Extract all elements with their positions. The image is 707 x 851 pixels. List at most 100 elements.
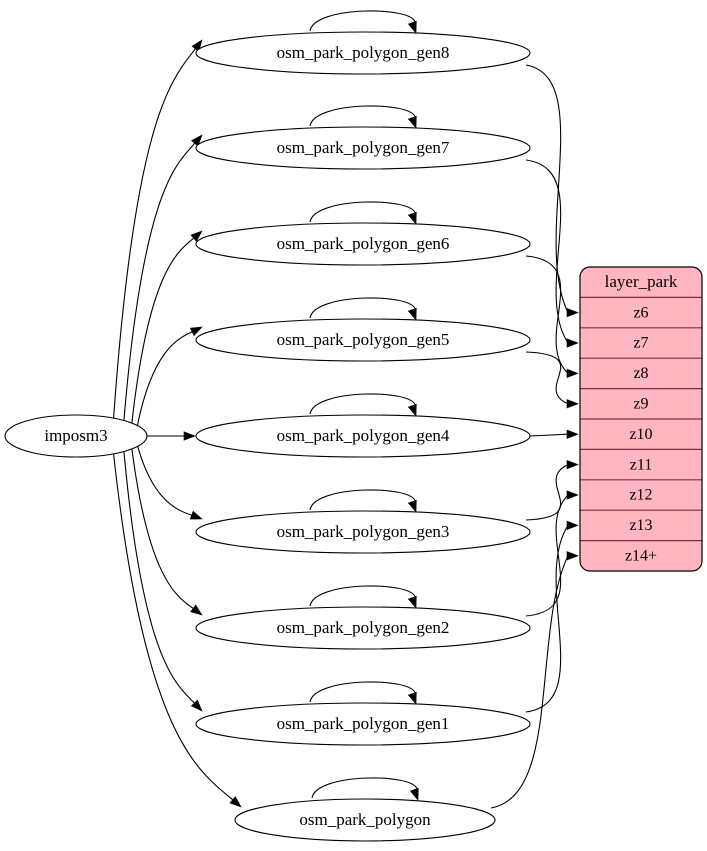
arrow-head-self-loop <box>407 115 417 129</box>
node-ellipse <box>195 126 531 170</box>
graph-node[interactable]: osm_park_polygon_gen8 <box>195 31 531 75</box>
edge-group-imposm3-fanout <box>113 39 242 808</box>
layer-park-table-header-label: layer_park <box>605 272 678 291</box>
arrow-head-into-node <box>190 699 203 712</box>
graph-node[interactable]: osm_park_polygon_gen3 <box>195 510 531 554</box>
arrow-head-into-node <box>189 326 203 337</box>
arrow-head-self-loop <box>407 499 417 513</box>
arrow-head-self-loop <box>407 20 417 34</box>
arrow-head-into-node <box>190 230 203 242</box>
edge-node-to-table-row <box>525 351 569 405</box>
source-node-label: imposm3 <box>44 426 107 445</box>
node-label: osm_park_polygon_gen6 <box>277 234 450 253</box>
edge-self-loop <box>309 585 416 607</box>
node-label: osm_park_polygon <box>299 810 431 829</box>
table-row[interactable]: z14+ <box>580 539 702 565</box>
edge-node-to-table-row <box>529 433 569 437</box>
edge-self-loop <box>309 297 416 319</box>
graph-node[interactable]: osm_park_polygon_gen7 <box>195 126 531 170</box>
edge-imposm3-to-node <box>131 446 196 611</box>
layer-park-table-group: layer_park z6 z7 z8 z9 z10 z11 z12 z13 z14+ <box>579 266 703 572</box>
node-ellipse <box>234 798 496 842</box>
edge-imposm3-to-node <box>123 141 197 422</box>
table-row[interactable]: z10 <box>580 418 702 443</box>
arrow-head-self-loop <box>407 691 417 705</box>
arrow-head-into-table-row <box>566 429 579 439</box>
table-row-label: z10 <box>629 426 652 443</box>
arrow-head-into-table-row <box>566 459 579 470</box>
edge-node-to-table-row <box>525 464 569 521</box>
table-row[interactable]: z12 <box>580 479 702 504</box>
graph-node[interactable]: osm_park_polygon_gen5 <box>195 318 531 362</box>
arrow-head-self-loop <box>407 211 417 225</box>
table-row-label: z6 <box>633 304 648 321</box>
arrow-head-into-table-row <box>566 338 579 348</box>
edge-node-to-table-row <box>490 555 569 809</box>
table-row-label: z12 <box>629 487 652 504</box>
arrow-head-into-node <box>229 796 242 808</box>
table-row[interactable]: z9 <box>580 388 702 413</box>
arrow-head-into-table-row <box>566 520 579 531</box>
source-node-imposm3[interactable]: imposm3 <box>4 414 148 458</box>
node-label: osm_park_polygon_gen3 <box>277 522 450 541</box>
edge-group-node-to-table <box>490 64 579 809</box>
edge-self-loop <box>309 201 416 223</box>
node-label: osm_park_polygon_gen7 <box>277 138 450 157</box>
edge-imposm3-to-node <box>113 46 198 419</box>
edge-self-loop <box>311 777 418 799</box>
table-row[interactable]: z7 <box>580 327 702 352</box>
arrow-head-into-node <box>183 431 196 441</box>
node-label: osm_park_polygon_gen2 <box>277 618 450 637</box>
edge-node-to-table-row <box>525 159 569 344</box>
graph-node[interactable]: osm_park_polygon_gen2 <box>195 606 531 650</box>
node-ellipse <box>4 414 148 458</box>
arrow-head-into-table-row <box>566 368 579 379</box>
table-row[interactable]: z11 <box>580 448 702 473</box>
arrow-head-into-table-row <box>566 307 579 318</box>
arrow-head-into-node <box>191 134 203 147</box>
arrow-head-self-loop <box>409 787 419 801</box>
node-ellipse <box>195 222 531 266</box>
arrow-head-into-table-row <box>566 551 579 561</box>
graph-node[interactable]: osm_park_polygon_gen1 <box>195 702 531 746</box>
graph-node[interactable]: osm_park_polygon_gen6 <box>195 222 531 266</box>
table-row-label: z11 <box>630 456 653 473</box>
node-ellipse <box>195 318 531 362</box>
source-node-group: imposm3 <box>4 414 148 458</box>
arrow-head-into-node <box>190 604 203 616</box>
arrow-head-into-table-row <box>566 490 579 500</box>
edge-self-loop <box>309 105 416 127</box>
arrow-head-into-table-row <box>566 399 579 409</box>
edge-self-loop <box>309 681 416 703</box>
table-row[interactable]: z6 <box>580 296 702 321</box>
node-label: osm_park_polygon_gen8 <box>277 43 450 62</box>
node-ellipse <box>195 606 531 650</box>
node-label: osm_park_polygon_gen1 <box>277 714 450 733</box>
arrow-head-self-loop <box>407 403 417 417</box>
edge-node-to-table-row <box>525 255 569 374</box>
edge-imposm3-to-node <box>135 330 195 431</box>
edge-node-to-table-row <box>525 494 569 617</box>
node-ellipse <box>195 414 531 458</box>
node-ellipse <box>195 31 531 75</box>
table-row-label: z13 <box>629 517 652 534</box>
table-row[interactable]: z8 <box>580 357 702 382</box>
edge-self-loop <box>309 393 416 415</box>
table-row[interactable]: z13 <box>580 509 702 534</box>
edge-node-to-table-row <box>525 525 569 713</box>
graph-node[interactable]: osm_park_polygon_gen4 <box>195 414 531 458</box>
edge-self-loop <box>309 489 416 511</box>
arrow-head-into-node <box>189 510 203 520</box>
edge-node-to-table-row <box>525 64 569 313</box>
graph-node[interactable]: osm_park_polygon <box>234 798 496 842</box>
arrow-head-self-loop <box>407 595 417 609</box>
node-label: osm_park_polygon_gen4 <box>277 426 450 445</box>
edge-imposm3-to-node <box>131 236 196 426</box>
node-label: osm_park_polygon_gen5 <box>277 330 450 349</box>
node-ellipse <box>195 702 531 746</box>
arrow-head-self-loop <box>407 307 417 321</box>
node-group: osm_park_polygon_gen8 osm_park_polygon_ge… <box>195 31 531 842</box>
table-row-label: z9 <box>633 395 648 412</box>
node-ellipse <box>195 510 531 554</box>
